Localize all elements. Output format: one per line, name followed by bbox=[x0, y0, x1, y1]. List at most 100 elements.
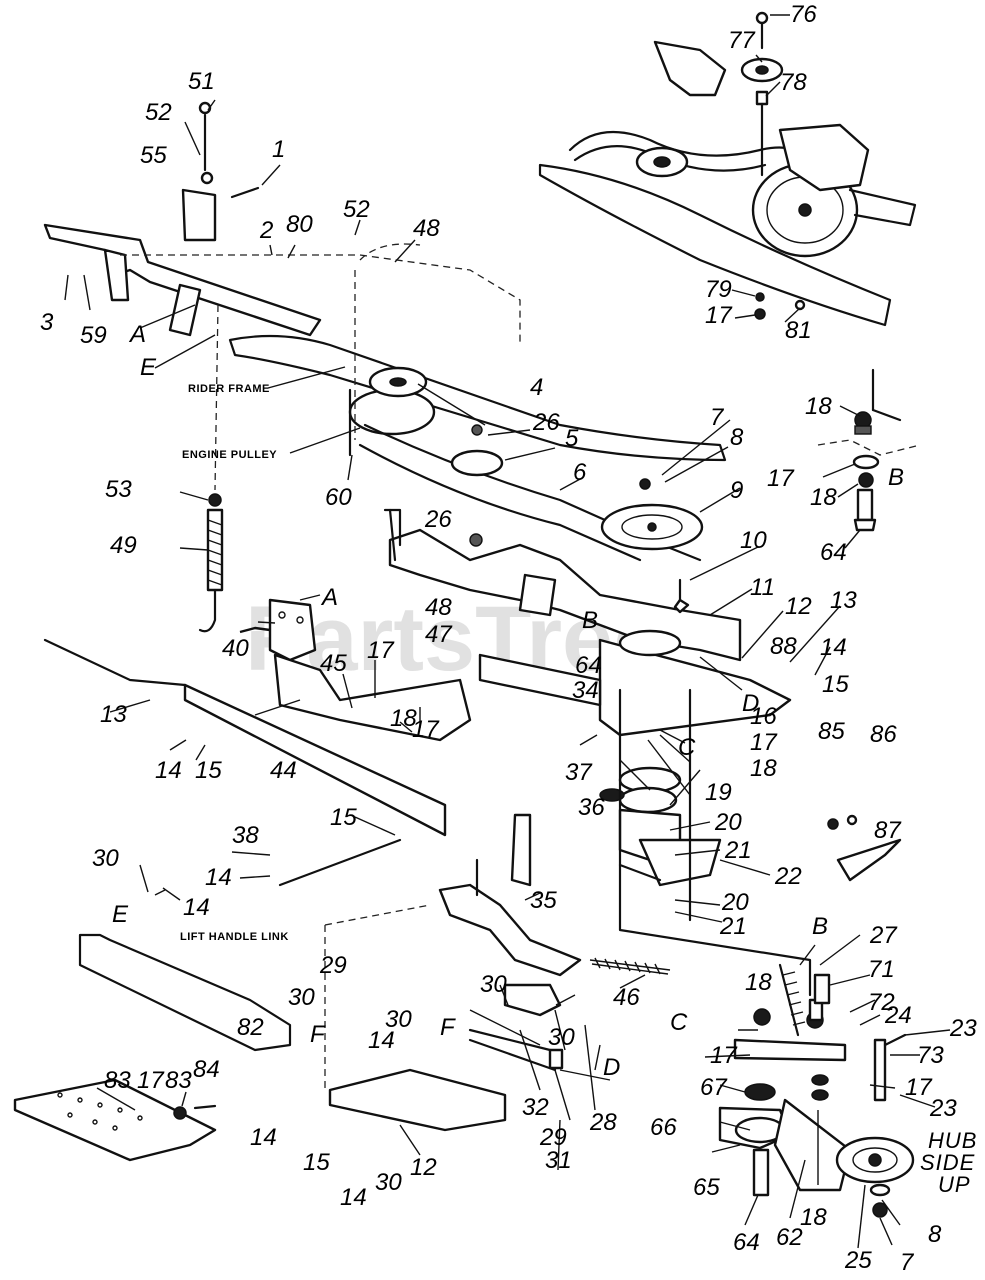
callout-27: 27 bbox=[869, 922, 898, 949]
callout-86: 86 bbox=[870, 721, 897, 748]
callout-12b: 12 bbox=[410, 1154, 437, 1181]
callout-30e: 30 bbox=[548, 1024, 575, 1051]
callout-64b: 64 bbox=[820, 539, 847, 566]
callout-14: 14 bbox=[820, 634, 847, 661]
callout-23: 23 bbox=[949, 1015, 977, 1042]
callout-29: 29 bbox=[319, 952, 347, 979]
callout-64: 64 bbox=[575, 652, 602, 679]
callout-1: 1 bbox=[272, 136, 285, 163]
callout-14d: 14 bbox=[183, 894, 210, 921]
callout-23b: 23 bbox=[929, 1095, 957, 1122]
rider-frame-assembly bbox=[43, 188, 792, 737]
callout-44: 44 bbox=[270, 757, 297, 784]
callout-18b: 18 bbox=[390, 705, 417, 732]
callout-40: 40 bbox=[222, 635, 249, 662]
callout-82: 82 bbox=[237, 1014, 264, 1041]
caption-engine-pulley: ENGINE PULLEY bbox=[182, 449, 277, 461]
callout-64c: 64 bbox=[733, 1229, 760, 1256]
callout-14e: 14 bbox=[368, 1027, 395, 1054]
callout-38: 38 bbox=[232, 822, 259, 849]
callout-18c: 18 bbox=[745, 969, 772, 996]
callout-17e: 17 bbox=[905, 1074, 933, 1101]
callout-12: 12 bbox=[785, 593, 812, 620]
label-A2: A bbox=[320, 584, 338, 611]
callout-83: 83 bbox=[104, 1067, 131, 1094]
callout-45: 45 bbox=[320, 650, 347, 677]
callout-17g: 17 bbox=[767, 465, 795, 492]
callout-30c: 30 bbox=[288, 984, 315, 1011]
label-D: D bbox=[742, 690, 759, 717]
callout-47: 47 bbox=[425, 621, 453, 648]
callout-7: 7 bbox=[710, 404, 725, 431]
callout-20: 20 bbox=[714, 809, 742, 836]
callout-13b: 13 bbox=[100, 701, 127, 728]
callout-6: 6 bbox=[573, 459, 587, 486]
callout-20b: 20 bbox=[721, 889, 749, 916]
callout-30d: 30 bbox=[385, 1006, 412, 1033]
caption-up: UP bbox=[938, 1172, 971, 1197]
callout-59: 59 bbox=[80, 322, 107, 349]
caption-rider-frame: RIDER FRAME bbox=[188, 383, 270, 395]
callout-55: 55 bbox=[140, 142, 167, 169]
callout-32: 32 bbox=[522, 1094, 549, 1121]
callout-28: 28 bbox=[589, 1109, 617, 1136]
callout-17: 17 bbox=[750, 729, 778, 756]
callout-15c: 15 bbox=[330, 804, 357, 831]
callout-80: 80 bbox=[286, 211, 313, 238]
callout-49: 49 bbox=[110, 532, 137, 559]
callout-30: 30 bbox=[92, 845, 119, 872]
callout-15b: 15 bbox=[195, 757, 222, 784]
callout-3: 3 bbox=[40, 309, 54, 336]
callout-29b: 29 bbox=[539, 1124, 567, 1151]
callout-48: 48 bbox=[413, 215, 440, 242]
callout-76: 76 bbox=[790, 1, 817, 28]
callout-26: 26 bbox=[532, 409, 560, 436]
callout-14c: 14 bbox=[205, 864, 232, 891]
callout-26b: 26 bbox=[424, 506, 452, 533]
callout-numbers: 51 52 55 1 2 80 52 48 3 59 A E 4 26 5 6 … bbox=[40, 1, 977, 1276]
callout-15d: 15 bbox=[303, 1149, 330, 1176]
callout-14f: 14 bbox=[250, 1124, 277, 1151]
callout-7b: 7 bbox=[900, 1249, 915, 1276]
callout-35: 35 bbox=[530, 887, 557, 914]
label-B: B bbox=[582, 607, 598, 634]
leader-lines bbox=[64, 14, 951, 1249]
callout-5: 5 bbox=[565, 425, 579, 452]
callout-19: 19 bbox=[705, 779, 732, 806]
label-B2: B bbox=[888, 464, 904, 491]
callout-10: 10 bbox=[740, 527, 767, 554]
callout-46: 46 bbox=[613, 984, 640, 1011]
label-E2: E bbox=[112, 901, 129, 928]
callout-17f: 17 bbox=[137, 1067, 165, 1094]
belt-routing-inset bbox=[538, 11, 917, 327]
callout-37: 37 bbox=[565, 759, 593, 786]
callout-83b: 83 bbox=[165, 1067, 192, 1094]
callout-66: 66 bbox=[650, 1114, 677, 1141]
callout-2: 2 bbox=[259, 217, 273, 244]
callout-11: 11 bbox=[750, 574, 775, 601]
callout-18f: 18 bbox=[810, 484, 837, 511]
callout-13: 13 bbox=[830, 587, 857, 614]
callout-17h: 17 bbox=[705, 302, 733, 329]
callout-53: 53 bbox=[105, 476, 132, 503]
label-C: C bbox=[678, 734, 696, 761]
callout-21b: 21 bbox=[719, 913, 747, 940]
callout-25: 25 bbox=[844, 1247, 872, 1274]
callout-72: 72 bbox=[868, 989, 895, 1016]
spring-and-lift-links bbox=[13, 101, 671, 1162]
caption-side: SIDE bbox=[920, 1150, 975, 1175]
callout-18e: 18 bbox=[805, 393, 832, 420]
callout-4: 4 bbox=[530, 374, 543, 401]
callout-18d: 18 bbox=[800, 1204, 827, 1231]
callout-16: 16 bbox=[750, 703, 777, 730]
callout-30f: 30 bbox=[375, 1169, 402, 1196]
callout-18: 18 bbox=[750, 755, 777, 782]
callout-71: 71 bbox=[868, 956, 895, 983]
callout-31: 31 bbox=[545, 1147, 572, 1174]
callout-17d: 17 bbox=[710, 1042, 738, 1069]
callout-8: 8 bbox=[730, 424, 744, 451]
callout-14b: 14 bbox=[155, 757, 182, 784]
callout-52: 52 bbox=[145, 99, 172, 126]
